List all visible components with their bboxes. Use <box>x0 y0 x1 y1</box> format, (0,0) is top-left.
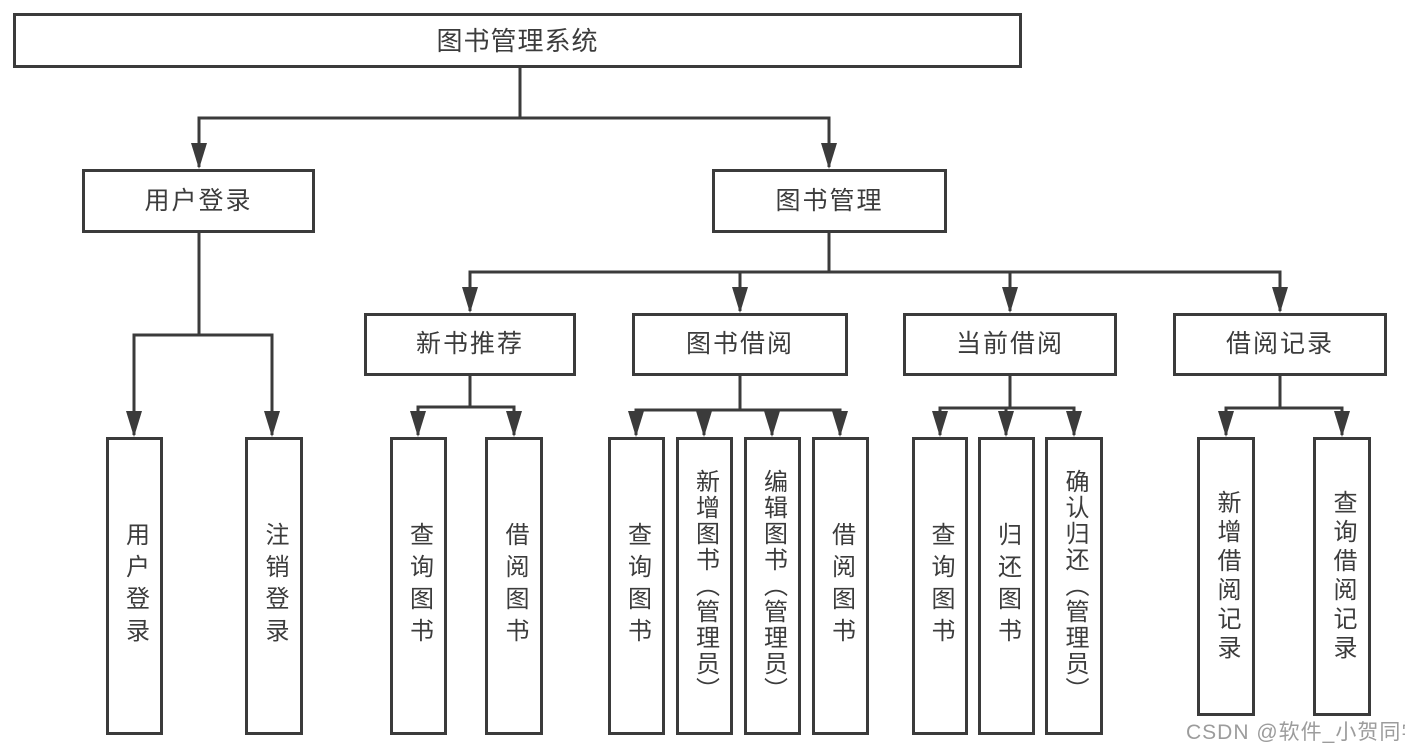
node-leaf-return-books: 归还图书 <box>978 437 1035 735</box>
node-label: 确认归还（管理员） <box>1061 469 1088 703</box>
node-label: 当前借阅 <box>955 330 1064 358</box>
node-label: 图书管理系统 <box>436 25 599 56</box>
node-label: 注销登录 <box>261 522 288 650</box>
node-label: 用户登录 <box>144 186 253 215</box>
node-label: 查询图书 <box>405 522 433 650</box>
node-user-login: 用户登录 <box>82 169 315 233</box>
node-label: 图书借阅 <box>685 330 794 358</box>
node-leaf-borrow-books-1: 借阅图书 <box>485 437 543 735</box>
connector-root-to-level2 <box>191 68 837 169</box>
node-leaf-logout: 注销登录 <box>245 437 303 735</box>
connector-book-borrow-to-leaves <box>628 376 848 437</box>
node-leaf-query-books-1: 查询图书 <box>390 437 447 735</box>
node-leaf-add-books-admin: 新增图书（管理员） <box>676 437 733 735</box>
node-leaf-borrow-books-2: 借阅图书 <box>812 437 869 735</box>
node-label: 用户登录 <box>121 522 149 650</box>
node-borrowing-records: 借阅记录 <box>1173 313 1387 376</box>
csdn-watermark: CSDN @软件_小贺同学 <box>1186 721 1405 744</box>
node-label: 归还图书 <box>993 522 1021 650</box>
node-label: 新增借阅记录 <box>1213 489 1240 664</box>
node-label: 新增图书（管理员） <box>691 469 719 703</box>
node-new-book-recommend: 新书推荐 <box>364 313 576 376</box>
connector-new-book-to-leaves <box>410 376 522 437</box>
node-label: 新书推荐 <box>415 330 524 358</box>
node-leaf-confirm-return-admin: 确认归还（管理员） <box>1045 437 1103 735</box>
connector-borrow-record-to-leaves <box>1218 376 1350 437</box>
node-label: 借阅图书 <box>827 522 855 650</box>
node-leaf-user-login: 用户登录 <box>106 437 163 735</box>
node-book-borrowing: 图书借阅 <box>632 313 848 376</box>
node-current-borrowing: 当前借阅 <box>903 313 1117 376</box>
node-label: 编辑图书（管理员） <box>759 469 787 703</box>
node-label: 借阅记录 <box>1225 330 1334 358</box>
connector-current-borrow-to-leaves <box>932 376 1082 437</box>
node-book-management: 图书管理 <box>712 169 947 233</box>
node-label: 借阅图书 <box>501 522 528 650</box>
node-leaf-query-books-3: 查询图书 <box>912 437 968 735</box>
node-label: 图书管理 <box>775 186 884 215</box>
connector-user-login-to-leaves <box>126 233 280 437</box>
node-leaf-add-borrow-record: 新增借阅记录 <box>1197 437 1255 716</box>
node-library-management-system: 图书管理系统 <box>13 13 1022 68</box>
node-leaf-edit-books-admin: 编辑图书（管理员） <box>744 437 801 735</box>
node-label: 查询借阅记录 <box>1329 489 1356 664</box>
node-leaf-query-borrow-record: 查询借阅记录 <box>1313 437 1371 716</box>
connector-book-mgmt-to-level3 <box>462 233 1288 313</box>
node-label: 查询图书 <box>927 522 954 650</box>
node-leaf-query-books-2: 查询图书 <box>608 437 665 735</box>
node-label: 查询图书 <box>623 522 651 650</box>
